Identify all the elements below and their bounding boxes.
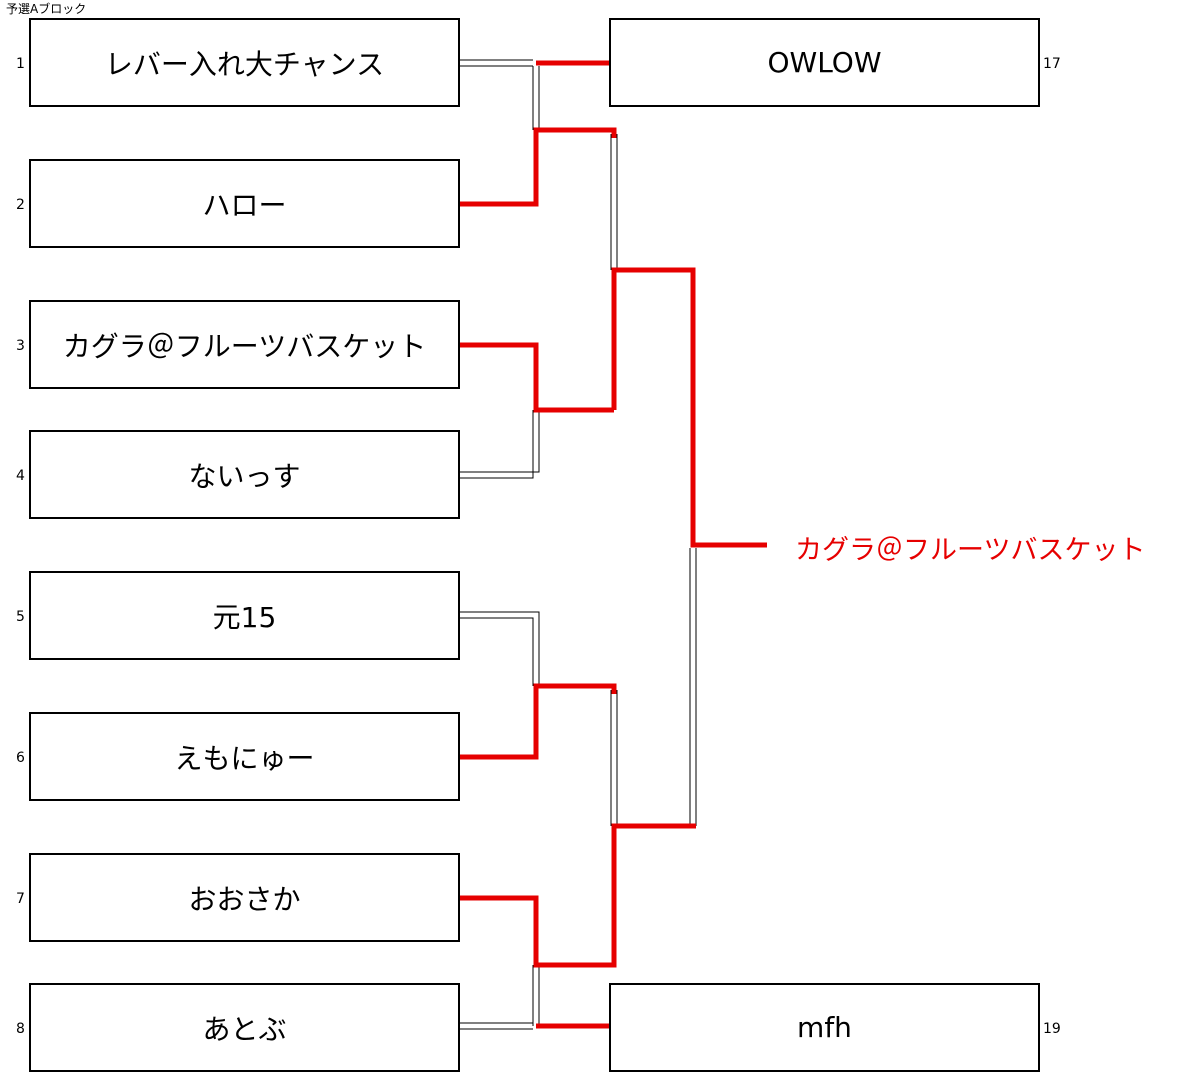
seed-number: 2 <box>16 197 25 213</box>
seed-number: 4 <box>16 468 25 484</box>
tournament-winner: カグラ＠フルーツバスケット <box>795 535 1146 566</box>
block-title: 予選Aブロック <box>6 2 87 16</box>
team-box: OWLOW <box>609 18 1040 107</box>
seed-number: 8 <box>16 1021 25 1037</box>
bracket-line-loser <box>460 410 534 479</box>
seed-number: 19 <box>1043 1021 1061 1037</box>
seed-number: 1 <box>16 56 25 72</box>
seed-number: 5 <box>16 609 25 625</box>
seed-number: 3 <box>16 338 25 354</box>
bracket-line-winner <box>460 342 614 413</box>
team-box: ないっす <box>29 430 460 519</box>
team-box: mfh <box>609 983 1040 1072</box>
seed-number: 7 <box>16 891 25 907</box>
team-box: レバー入れ大チャンス <box>29 18 460 107</box>
bracket-line-loser <box>460 617 534 686</box>
bracket-line-winner <box>460 823 696 968</box>
team-box: あとぶ <box>29 983 460 1072</box>
team-box: ハロー <box>29 159 460 248</box>
team-box: えもにゅー <box>29 712 460 801</box>
bracket-line-winner <box>460 683 617 760</box>
bracket-line-winner <box>611 267 767 548</box>
seed-number: 6 <box>16 750 25 766</box>
bracket-line-loser <box>460 410 540 473</box>
bracket-line-winner <box>460 127 617 207</box>
team-box: おおさか <box>29 853 460 942</box>
bracket-line-loser <box>460 611 540 686</box>
team-box: 元15 <box>29 571 460 660</box>
team-box: カグラ＠フルーツバスケット <box>29 300 460 389</box>
seed-number: 17 <box>1043 56 1061 72</box>
